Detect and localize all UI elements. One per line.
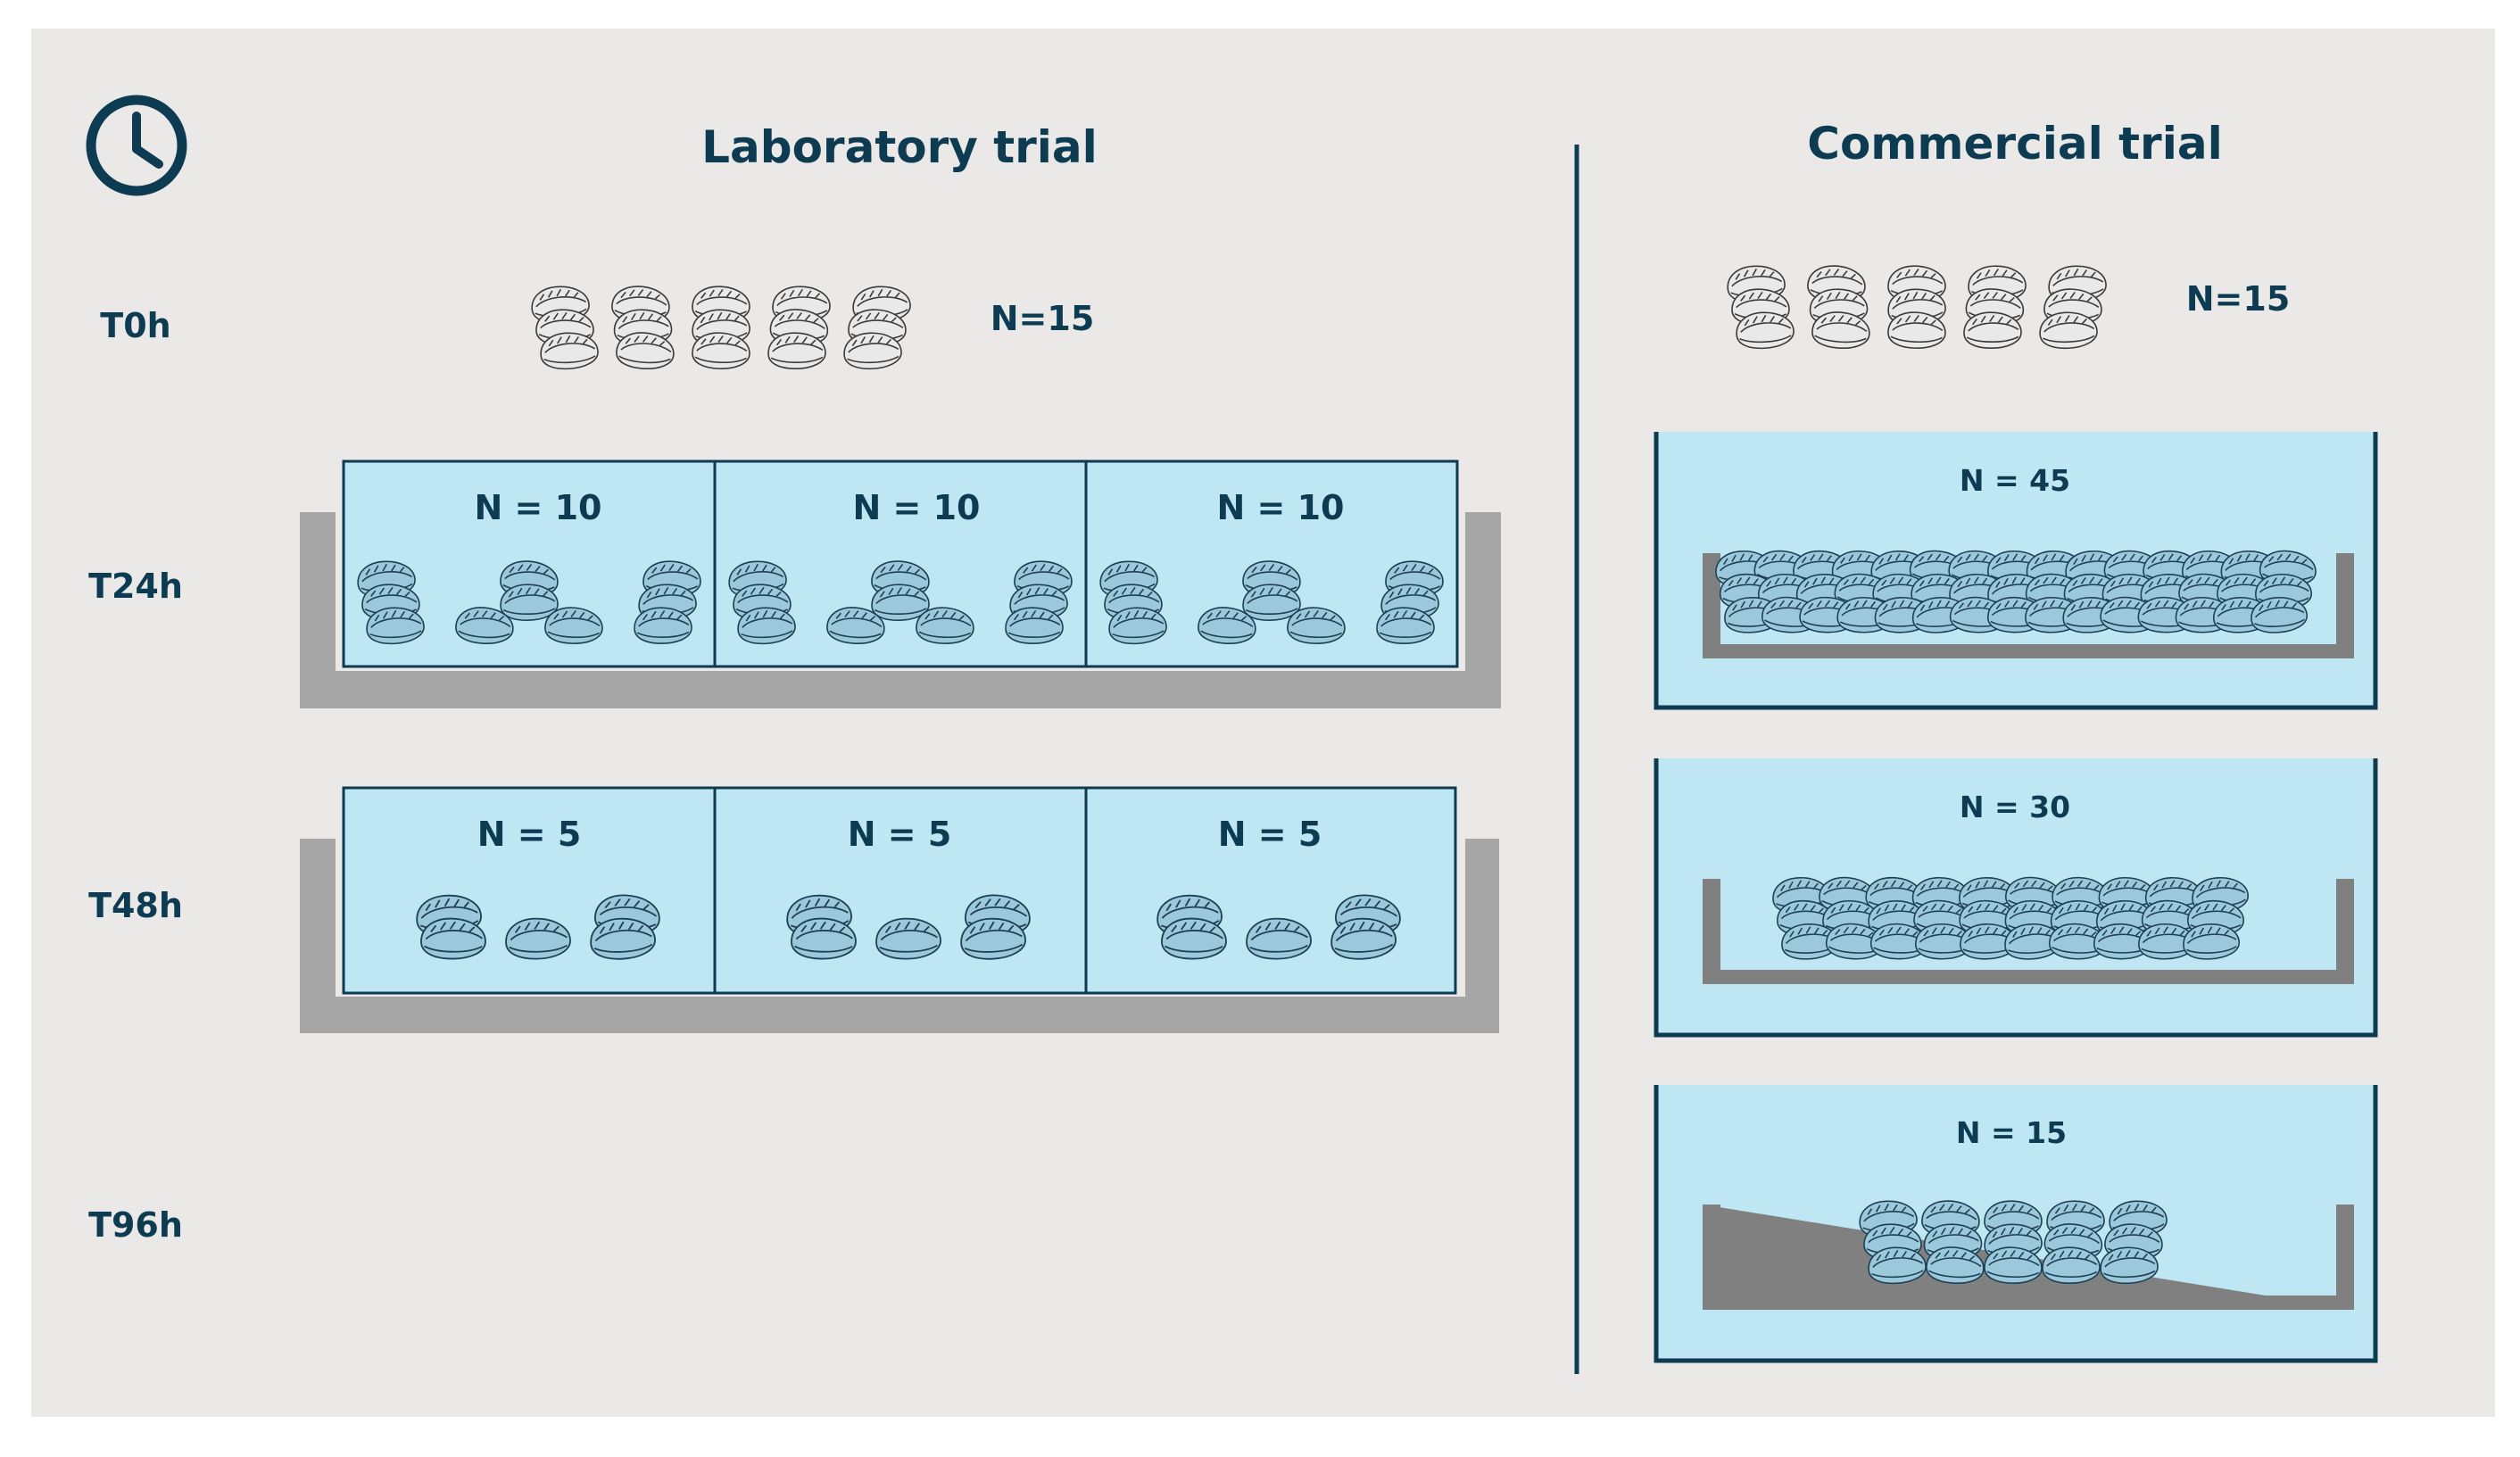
- lab-t48-tank-1-count: N = 5: [477, 815, 582, 854]
- oyster-icon: [634, 607, 692, 645]
- com-t48-oysters: [1770, 874, 2251, 962]
- lab-t24-tank-2-count: N = 10: [853, 488, 981, 527]
- lab-t48-tray: [300, 786, 1499, 1033]
- lab-t0-count: N=15: [991, 299, 1095, 338]
- lab-t48-tank-2-count: N = 5: [848, 815, 952, 854]
- row-label-t24h: T24h: [88, 567, 183, 606]
- row-label-t0h: T0h: [100, 306, 170, 345]
- com-t96-count: N = 15: [1956, 1115, 2067, 1150]
- com-t0-count: N=15: [2186, 279, 2291, 319]
- oyster-icon: [1376, 607, 1435, 645]
- com-t48-count: N = 30: [1960, 790, 2070, 824]
- com-t24-count: N = 45: [1960, 463, 2070, 498]
- row-label-t48h: T48h: [88, 886, 183, 925]
- lab-t24-tank-3-count: N = 10: [1217, 488, 1345, 527]
- oyster-icon: [2042, 1246, 2101, 1284]
- com-t96-oysters: [1857, 1198, 2168, 1287]
- lab-t48-tank-3-count: N = 5: [1218, 815, 1322, 854]
- lab-t24-tank-1-count: N = 10: [475, 488, 602, 527]
- laboratory-trial-title: Laboratory trial: [701, 121, 1098, 173]
- oyster-icon: [875, 917, 942, 961]
- clock-icon: [86, 95, 187, 196]
- oyster-icon: [504, 917, 572, 961]
- oyster-icon: [767, 332, 826, 370]
- oyster-icon: [1005, 607, 1064, 645]
- commercial-trial-title: Commercial trial: [1807, 118, 2222, 170]
- oyster-icon: [1963, 311, 2022, 350]
- oyster-icon: [1245, 917, 1313, 961]
- com-t24-oysters: [1713, 548, 2318, 635]
- row-label-t96h: T96h: [88, 1205, 183, 1245]
